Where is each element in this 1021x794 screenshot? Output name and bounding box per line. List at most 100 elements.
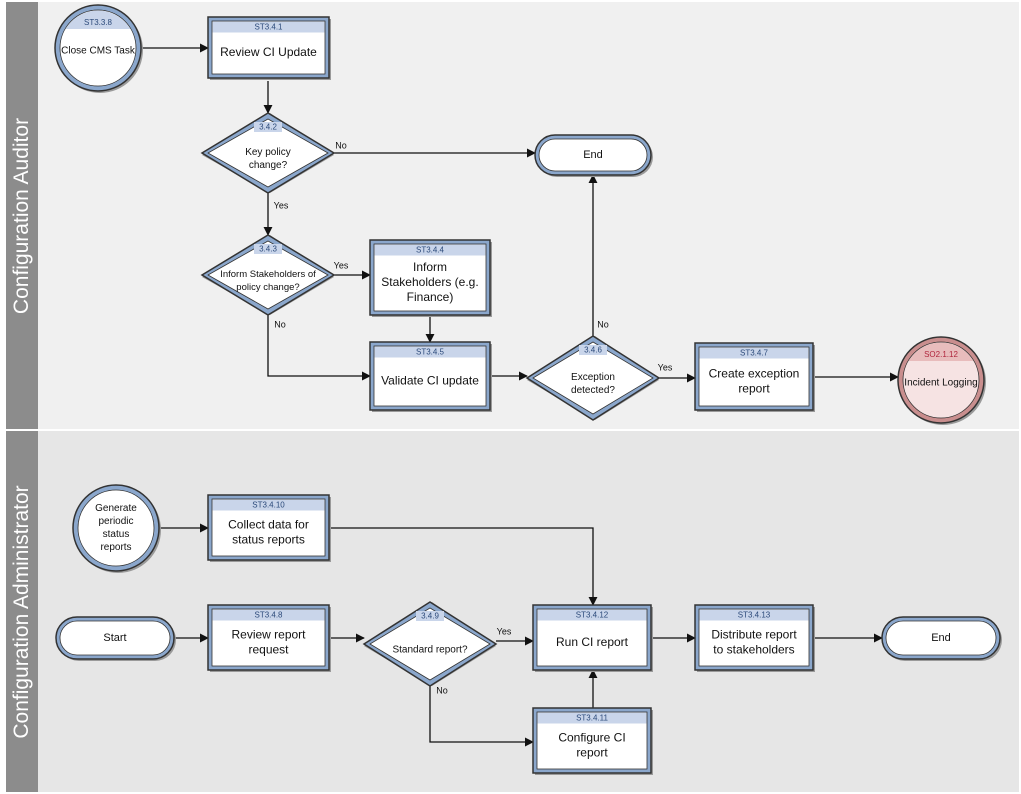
lane-auditor-area bbox=[38, 2, 1019, 429]
terminator-end-top[interactable]: End bbox=[534, 134, 653, 177]
node-id-band bbox=[212, 499, 325, 511]
node-id: ST3.4.12 bbox=[576, 611, 609, 620]
node-label-line: Stakeholders (e.g. bbox=[381, 275, 478, 289]
node-label-line: to stakeholders bbox=[713, 643, 794, 657]
node-label-line: policy change? bbox=[236, 282, 299, 293]
node-label-line: report bbox=[738, 382, 770, 396]
node-label-line: Exception bbox=[571, 372, 615, 383]
node-label-line: Configure CI bbox=[558, 731, 625, 745]
node-id-band bbox=[699, 347, 809, 359]
node-label-line: Review CI Update bbox=[220, 45, 317, 59]
node-label-line: Run CI report bbox=[556, 635, 629, 649]
node-label-line: detected? bbox=[571, 385, 615, 396]
node-body bbox=[59, 620, 171, 656]
node-body bbox=[77, 489, 155, 567]
node-id: 3.4.3 bbox=[259, 245, 277, 254]
node-id: ST3.4.1 bbox=[254, 23, 283, 32]
node-id: ST3.4.8 bbox=[254, 611, 283, 620]
lane-label-administrator: Configuration Administrator bbox=[6, 431, 38, 792]
node-label-line: Finance) bbox=[407, 290, 454, 304]
node-label-line: End bbox=[931, 632, 951, 644]
node-label-line: report bbox=[576, 746, 608, 760]
node-id: ST3.4.7 bbox=[740, 349, 769, 358]
node-label-line: Close CMS Task bbox=[61, 46, 136, 57]
node-id-band bbox=[537, 712, 647, 724]
edge-standard-no-to-configure bbox=[429, 686, 534, 747]
node-id-band bbox=[254, 244, 282, 254]
node-label-line: reports bbox=[100, 542, 131, 553]
connector-generate-reports[interactable]: Generate periodic status reports bbox=[72, 484, 161, 573]
node-label-line: Key policy bbox=[245, 147, 291, 158]
node-body bbox=[538, 138, 648, 172]
node-label-line: change? bbox=[249, 160, 288, 171]
edge-label-std-no: No bbox=[436, 685, 448, 695]
node-label-line: Start bbox=[103, 632, 126, 644]
node-id: ST3.4.11 bbox=[576, 714, 608, 723]
node-label-line: End bbox=[583, 149, 603, 161]
node-label-line: Review report bbox=[231, 628, 306, 642]
node-id: SO2.1.12 bbox=[924, 350, 958, 359]
node-label-line: periodic bbox=[98, 516, 133, 527]
lane-label-auditor: Configuration Auditor bbox=[6, 2, 38, 429]
node-id: 3.4.6 bbox=[584, 346, 602, 355]
edge-label-std-yes: Yes bbox=[497, 626, 512, 636]
node-label-line: Collect data for bbox=[228, 518, 309, 532]
node-label-line: Inform bbox=[413, 260, 447, 274]
node-id: ST3.4.10 bbox=[252, 501, 285, 510]
node-label-line: Generate bbox=[95, 503, 137, 514]
node-body bbox=[369, 607, 491, 681]
node-label-line: Standard report? bbox=[392, 645, 467, 656]
edge-label-key-yes: Yes bbox=[274, 200, 289, 210]
edge-label-key-no: No bbox=[335, 140, 347, 150]
node-id: ST3.4.4 bbox=[416, 246, 445, 255]
edge-collect-to-run bbox=[329, 527, 598, 606]
terminator-start[interactable]: Start bbox=[55, 616, 176, 661]
node-body bbox=[207, 240, 329, 310]
node-id-band bbox=[699, 609, 809, 621]
edge-label-exc-yes: Yes bbox=[658, 362, 673, 372]
edge-inform-no-to-validate bbox=[267, 315, 371, 381]
lane-divider bbox=[6, 429, 1019, 431]
node-label-line: Incident Logging bbox=[904, 378, 977, 389]
node-id-band bbox=[254, 122, 282, 132]
terminator-end-bottom[interactable]: End bbox=[881, 616, 1002, 661]
node-id: 3.4.2 bbox=[259, 123, 277, 132]
node-body bbox=[532, 341, 654, 415]
edge-label-inform-yes: Yes bbox=[334, 260, 349, 270]
node-id-band bbox=[374, 244, 486, 256]
node-body bbox=[885, 620, 997, 656]
node-label-line: status bbox=[103, 529, 130, 540]
node-label-line: status reports bbox=[232, 533, 305, 547]
node-id-band bbox=[537, 609, 647, 621]
node-label-line: request bbox=[248, 643, 289, 657]
node-body bbox=[207, 118, 329, 188]
node-id-band bbox=[579, 345, 607, 355]
node-id: ST3.4.5 bbox=[416, 348, 445, 357]
edge-label-inform-no: No bbox=[274, 319, 286, 329]
node-id: 3.4.9 bbox=[421, 612, 439, 621]
node-id-band bbox=[212, 21, 325, 33]
node-label-line: Inform Stakeholders of bbox=[220, 269, 316, 280]
connector-layer bbox=[141, 43, 899, 747]
node-id-band bbox=[212, 609, 325, 621]
node-label-line: Distribute report bbox=[711, 628, 797, 642]
